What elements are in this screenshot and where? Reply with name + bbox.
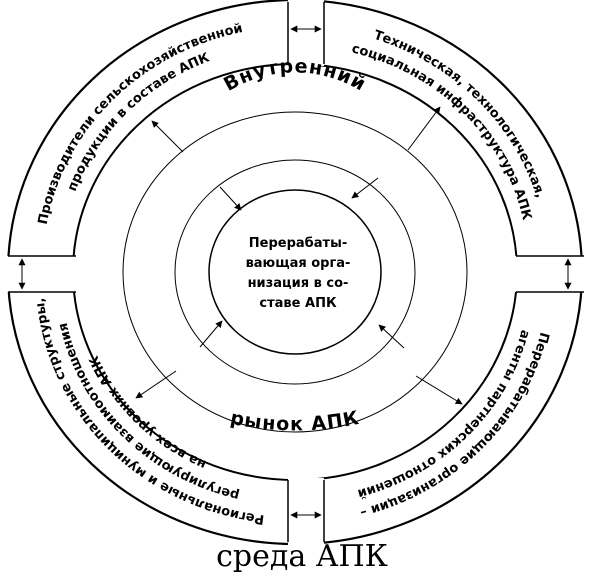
gap-bottom [288, 478, 324, 576]
gap-right [514, 256, 592, 292]
gap-left [0, 256, 80, 292]
diagram-caption: среда АПК [216, 539, 388, 574]
center-line-1: Перерабаты- [249, 236, 347, 251]
center-organisation-circle [208, 189, 382, 355]
center-line-3: низация в со- [248, 276, 349, 291]
market-outer-ring [122, 111, 468, 433]
channel-arrows [18, 25, 572, 519]
sector-arrows [135, 106, 463, 405]
center-line-2: вающая орга- [246, 256, 351, 271]
center-line-4: ставе АПК [259, 296, 337, 311]
gap-top [288, 0, 324, 66]
outer-ring [6, 0, 584, 546]
market-label-top: Внутренний [220, 55, 370, 96]
market-inner-ring [174, 159, 416, 385]
center-organisation-label: Перерабаты- вающая орга- низация в со- с… [246, 236, 351, 311]
channel-lines [8, 2, 584, 542]
center-arrows [199, 177, 405, 349]
market-label-bottom: рынок АПК [229, 407, 362, 436]
